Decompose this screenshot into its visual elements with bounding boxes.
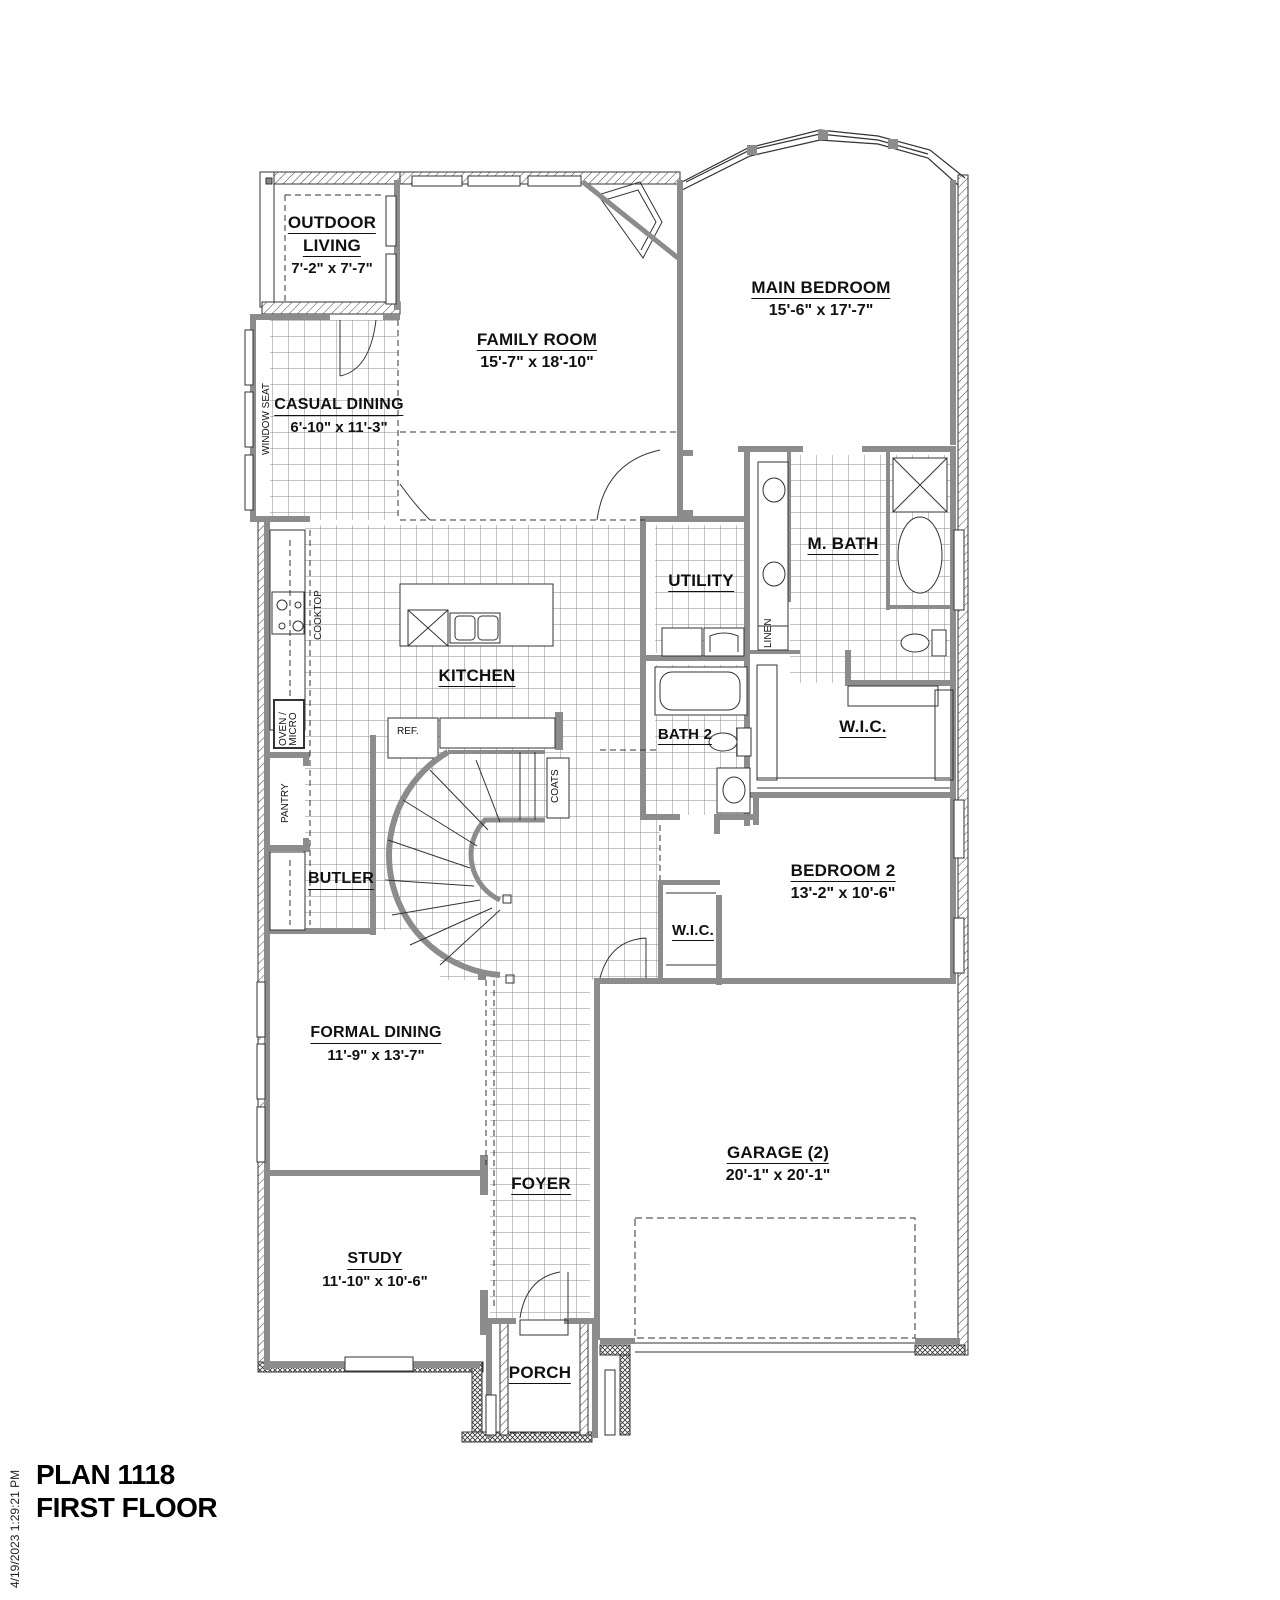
pantry-label: PANTRY: [280, 783, 291, 823]
timestamp: 4/19/2023 1:29:21 PM: [8, 1469, 22, 1588]
room-formal-dining: FORMAL DINING 11'-9" x 13'-7": [310, 1025, 442, 1064]
room-utility: UTILITY: [668, 572, 734, 592]
room-outdoor-living: OUTDOOR LIVING 7'-2" x 7'-7": [287, 213, 377, 277]
room-dims: 15'-7" x 18'-10": [480, 354, 594, 371]
room-bedroom-2-wic: W.I.C.: [671, 922, 715, 941]
room-dims: 15'-6" x 17'-7": [768, 302, 874, 319]
utility-appliances: [661, 627, 745, 657]
window-seat-label: WINDOW SEAT: [261, 382, 272, 455]
spiral-staircase: [384, 749, 545, 984]
closet-shelves: [666, 664, 954, 966]
room-family-room: FAMILY ROOM 15'-7" x 18'-10": [476, 330, 598, 371]
room-name: FAMILY ROOM: [476, 330, 598, 351]
micro-label: MICRO: [288, 712, 299, 746]
room-bedroom-2: BEDROOM 2 13'-2" x 10'-6": [790, 861, 896, 902]
room-name: GARAGE (2): [726, 1143, 830, 1164]
room-bath-2: BATH 2: [657, 726, 713, 745]
garage-door: [634, 1217, 916, 1353]
room-name: W.I.C.: [671, 922, 715, 941]
room-name: BUTLER: [307, 871, 375, 890]
room-name: STUDY: [347, 1251, 403, 1270]
fireplace: [581, 180, 680, 260]
room-dims: 11'-10" x 10'-6": [322, 1273, 428, 1290]
linen-label: LINEN: [763, 618, 774, 648]
plan-title: PLAN 1118 FIRST FLOOR: [36, 1458, 218, 1524]
oven-micro-label: OVEN / MICRO: [278, 712, 299, 746]
room-name: CASUAL DINING: [274, 397, 404, 416]
room-main-wic: W.I.C.: [839, 717, 887, 738]
family-room-lines: [397, 320, 677, 521]
windows: [244, 175, 965, 1372]
cooktop-label: COOKTOP: [313, 590, 324, 640]
bay-window-piers: [747, 130, 898, 155]
room-name: UTILITY: [668, 571, 734, 592]
kitchen-counters: [269, 529, 570, 931]
floor-name: FIRST FLOOR: [36, 1492, 218, 1523]
room-porch: PORCH: [508, 1363, 572, 1384]
room-name: OUTDOOR: [287, 213, 377, 234]
room-master-bath: M. BATH: [807, 534, 879, 555]
room-name: BATH 2: [657, 726, 713, 745]
room-name: M. BATH: [807, 534, 879, 555]
room-name: PORCH: [508, 1363, 572, 1384]
room-dims: 7'-2" x 7'-7": [291, 260, 373, 277]
coats-label: COATS: [550, 769, 561, 803]
foyer-lines: [289, 530, 661, 1310]
room-study: STUDY 11'-10" x 10'-6": [322, 1251, 428, 1290]
room-name: LIVING: [303, 236, 361, 257]
plan-number: PLAN 1118: [36, 1459, 175, 1490]
door-swings: [339, 319, 661, 1319]
porch-detail: [485, 1319, 616, 1436]
outdoor-living-detail: [265, 177, 385, 305]
bath2-fixtures: [654, 666, 752, 814]
ref-label: REF.: [397, 726, 419, 737]
room-dims: 11'-9" x 13'-7": [327, 1047, 425, 1064]
room-name: W.I.C.: [839, 717, 887, 738]
master-bath-fixtures: [757, 457, 948, 707]
room-dims: 13'-2" x 10'-6": [790, 885, 896, 902]
room-foyer: FOYER: [511, 1175, 571, 1195]
room-main-bedroom: MAIN BEDROOM 15'-6" x 17'-7": [751, 278, 891, 319]
room-dims: 6'-10" x 11'-3": [290, 419, 388, 436]
room-name: KITCHEN: [438, 666, 516, 687]
room-dims: 20'-1" x 20'-1": [725, 1167, 831, 1184]
room-name: BEDROOM 2: [790, 861, 896, 882]
room-garage: GARAGE (2) 20'-1" x 20'-1": [726, 1144, 831, 1184]
room-name: MAIN BEDROOM: [751, 278, 891, 299]
room-casual-dining: CASUAL DINING 6'-10" x 11'-3": [274, 397, 404, 436]
room-butler: BUTLER: [307, 871, 375, 890]
room-kitchen: KITCHEN: [438, 666, 516, 687]
room-name: FORMAL DINING: [310, 1025, 442, 1044]
room-name: FOYER: [511, 1174, 571, 1195]
bay-window: [679, 129, 966, 191]
